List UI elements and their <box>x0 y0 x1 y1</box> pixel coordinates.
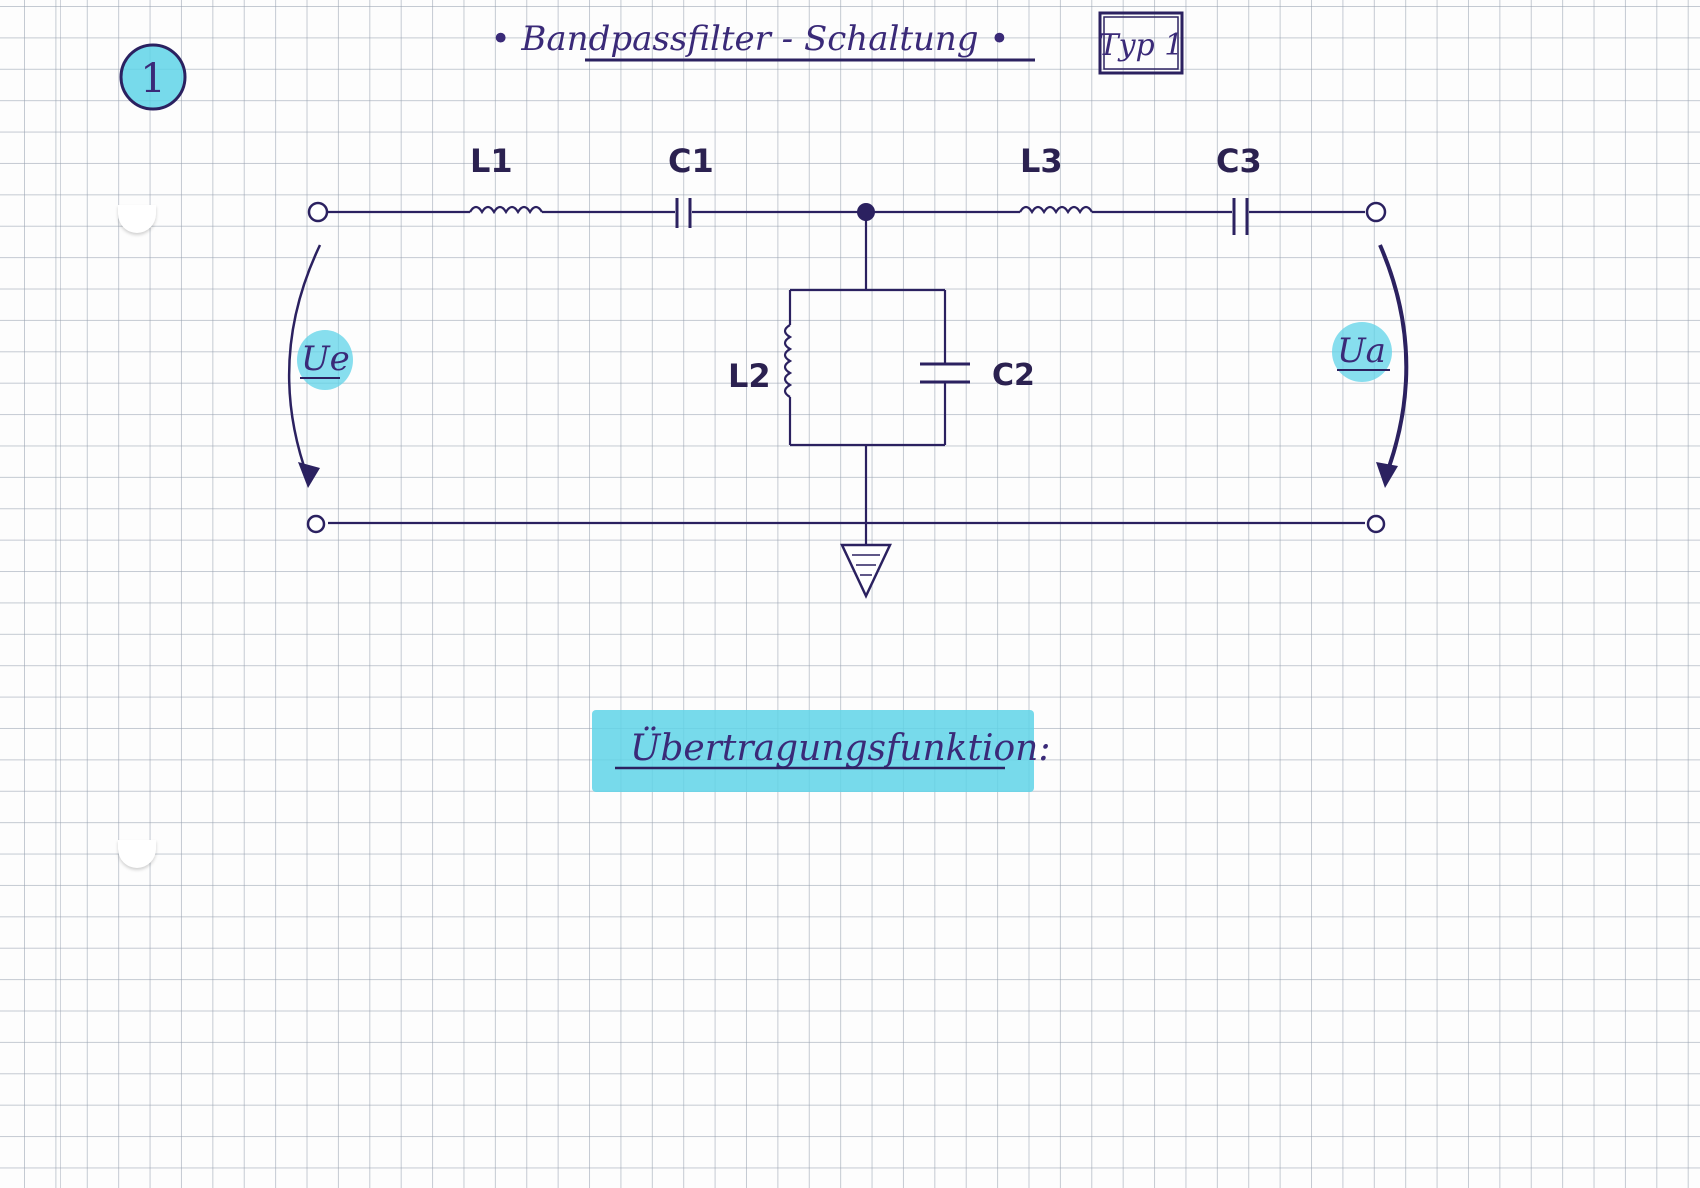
label-c1: C1 <box>668 142 714 180</box>
margin-line <box>60 0 61 1188</box>
inductor-l3 <box>1019 205 1093 215</box>
terminal-out-top <box>1365 201 1387 223</box>
label-l1: L1 <box>470 142 513 180</box>
ground-symbol <box>840 543 892 599</box>
terminal-out-bottom <box>1366 514 1386 534</box>
label-c2: C2 <box>992 358 1035 393</box>
type-label: Typ 1 <box>1099 28 1184 63</box>
transfer-function-heading: Übertragungsfunktion: <box>630 727 1050 769</box>
page-number: 1 <box>140 56 165 102</box>
highlight-box <box>592 710 1034 792</box>
label-c3: C3 <box>1216 142 1262 180</box>
page-number-badge: 1 <box>119 43 187 111</box>
label-ua: Ua <box>1337 331 1386 371</box>
terminals <box>306 201 1387 534</box>
type-box: Typ 1 <box>1098 11 1184 75</box>
label-l3: L3 <box>1020 142 1063 180</box>
label-l2: L2 <box>728 357 771 395</box>
inductor-l1 <box>469 205 543 215</box>
terminal-in-bottom <box>306 514 326 534</box>
terminal-in-top <box>307 201 329 223</box>
page-title: • Bandpassfilter - Schaltung • <box>491 19 1010 59</box>
label-ue: Ue <box>301 339 350 379</box>
arrow-ue <box>287 244 322 479</box>
inductor-l2 <box>783 324 793 398</box>
arrow-ua <box>1378 244 1409 479</box>
junction-node <box>857 203 875 221</box>
